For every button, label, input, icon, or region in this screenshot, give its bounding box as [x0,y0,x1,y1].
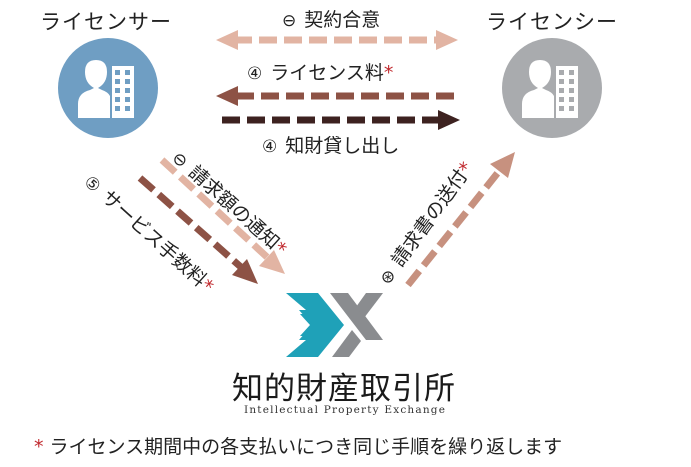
invoice-notice-arrow [159,157,285,274]
footer-asterisk: * [34,436,44,458]
license-fee-arrow [216,86,454,106]
footer-text: ライセンス期間中の各支払いにつき同じ手順を繰り返します [49,436,563,458]
licensee-icon [502,38,602,138]
licensee-label: ライセンシー [486,10,618,34]
ipe-logo [286,293,383,357]
invoice-send-arrow [405,152,515,288]
license-fee-label: ④ ライセンス料* [247,58,393,85]
service-fee-arrow [137,175,258,284]
agreement-arrow [216,30,458,50]
brand-name-en: Intellectual Property Exchange [244,404,447,416]
agreement-marker: ⊖ [282,11,297,31]
lending-marker: ④ [262,137,278,157]
license-fee-text: ライセンス料 [270,62,384,84]
lending-text: 知財貸し出し [285,135,400,157]
license-fee-asterisk: * [383,62,394,84]
lending-label: ④ 知財貸し出し [262,131,399,158]
brand-name-jp: 知的財産取引所 [232,371,456,407]
lending-arrow [222,110,460,130]
licensor-icon [58,38,158,138]
agreement-label: ⊖ 契約合意 [282,5,380,32]
agreement-text: 契約合意 [304,9,381,31]
licensor-label: ライセンサー [40,10,172,34]
footer-note: * ライセンス期間中の各支払いにつき同じ手順を繰り返します [34,432,562,459]
license-fee-marker: ④ [247,64,263,84]
